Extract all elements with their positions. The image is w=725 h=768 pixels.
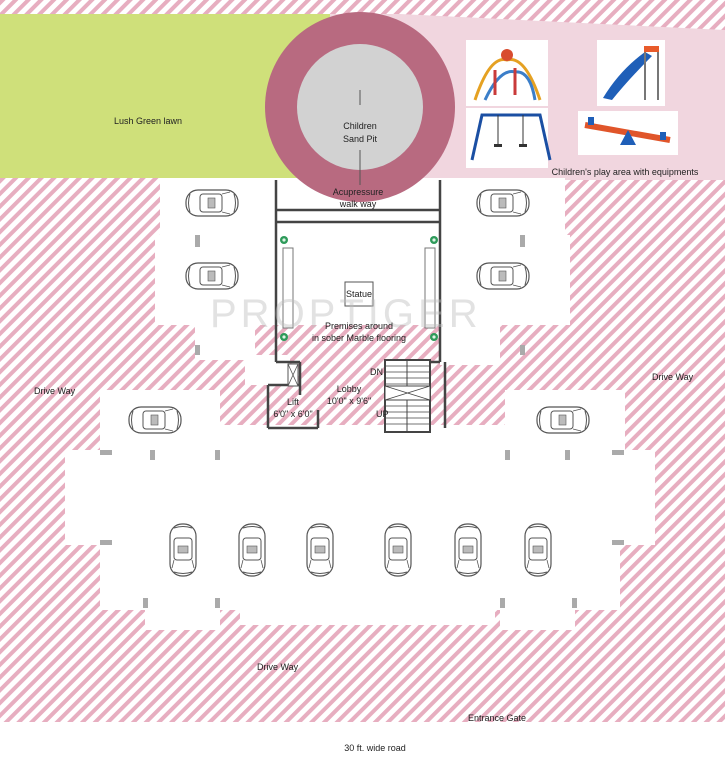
statue-box xyxy=(344,281,374,307)
plant-icon xyxy=(430,236,438,244)
stair-down-label: DN xyxy=(370,367,383,377)
car-icon xyxy=(185,262,239,290)
sand-pit-label: Children Sand Pit xyxy=(342,121,378,144)
stair-up-label: UP xyxy=(376,409,389,419)
lawn-area xyxy=(0,14,330,178)
car-icon xyxy=(524,523,552,577)
climbing-frame-icon xyxy=(466,40,548,106)
bench-right xyxy=(424,247,436,329)
sand-pit xyxy=(297,44,423,170)
car-icon xyxy=(454,523,482,577)
lobby-label: Lobby 10'0" x 9'6" xyxy=(326,384,372,406)
acupressure-label: Acupressure walk way xyxy=(332,187,384,209)
drive-way-left-label: Drive Way xyxy=(34,386,76,396)
staircase xyxy=(384,359,447,433)
car-icon xyxy=(185,189,239,217)
car-icon xyxy=(128,406,182,434)
see-saw-icon xyxy=(578,111,678,155)
play-area-label: Children's play area with equipments xyxy=(551,167,699,177)
entrance-gate-label: Entrance Gate xyxy=(468,713,527,723)
slide-icon xyxy=(597,40,665,106)
car-icon xyxy=(238,523,266,577)
car-icon xyxy=(476,262,530,290)
car-icon xyxy=(384,523,412,577)
road-label: 30 ft. wide road xyxy=(344,743,406,753)
watermark: PROPTIGER xyxy=(210,292,482,336)
drive-way-bottom-label: Drive Way xyxy=(257,662,299,672)
drive-way-right-label: Drive Way xyxy=(652,372,694,382)
column-markers xyxy=(100,235,624,608)
car-icon xyxy=(306,523,334,577)
car-icon xyxy=(476,189,530,217)
statue-label: Statue xyxy=(345,289,373,299)
car-icon xyxy=(536,406,590,434)
premises-label: Premises around in sober Marble flooring xyxy=(311,321,407,343)
car-icon xyxy=(169,523,197,577)
plant-icon xyxy=(280,236,288,244)
lawn-label: Lush Green lawn xyxy=(113,116,183,126)
lift-label: Lift 6'0" x 6'0" xyxy=(273,397,313,419)
swing-icon xyxy=(466,108,552,168)
bench-left xyxy=(282,247,294,329)
